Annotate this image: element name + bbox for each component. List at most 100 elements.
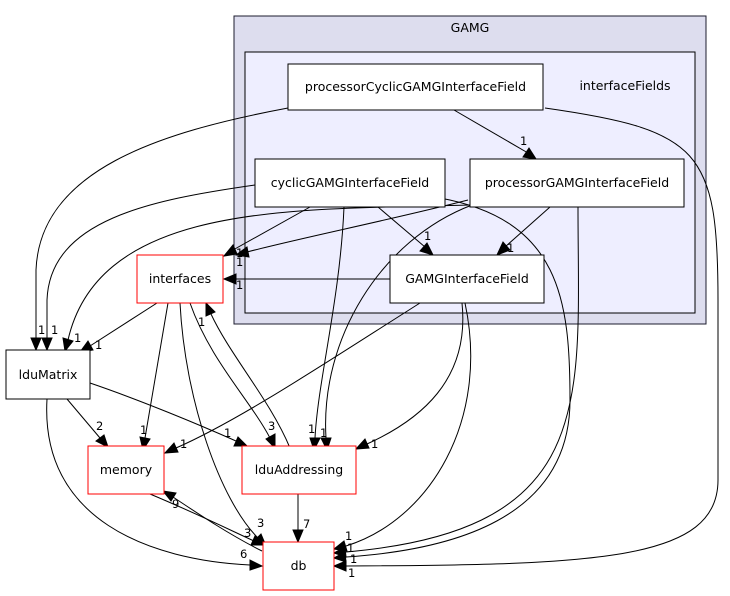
node-box[interactable] <box>5 349 91 400</box>
edge-cyclic-db-arrow <box>332 551 347 563</box>
edge-label: 1 <box>95 338 102 352</box>
edge-cyclic-lduaddressing <box>314 206 345 439</box>
edge-gamginterface-lduaddressing <box>366 302 464 445</box>
edge-label: 1 <box>236 246 243 260</box>
edge-cyclic-ldumatrix-arrow <box>41 337 53 352</box>
edge-lduaddressing-interfaces <box>210 313 291 449</box>
node-memory[interactable]: memory <box>87 445 165 495</box>
node-box[interactable] <box>262 541 335 591</box>
node-box[interactable] <box>287 63 544 111</box>
edge-labels: 1 1 1 1 1 1 1 1 1 1 3 1 1 2 1 1 1 1 1 3 … <box>38 134 527 580</box>
edge-label: 1 <box>180 437 187 451</box>
node-ldu-matrix[interactable]: lduMatrix <box>5 349 91 400</box>
edge-label: 9 <box>172 497 179 511</box>
edge-processor-ldumatrix-arrow <box>62 337 74 353</box>
edge-processor-gamginterface <box>504 206 551 248</box>
node-processor-cyclic-gamg-interface-field[interactable]: processorCyclicGAMGInterfaceField <box>287 63 544 111</box>
edge-label: 6 <box>240 547 247 561</box>
edge-label: 3 <box>257 516 264 530</box>
edge-ldumatrix-db <box>46 398 251 566</box>
edge-ldumatrix-lduaddressing <box>89 382 237 442</box>
edge-label: 1 <box>348 566 355 580</box>
edge-processorcyclic-db-arrow <box>332 560 347 572</box>
edge-processorcyclic-ldumatrix <box>35 107 289 338</box>
edge-cyclic-interfaces <box>232 206 311 251</box>
edge-interfaces-ldumatrix <box>89 302 158 347</box>
edge-label: 1 <box>224 426 231 440</box>
node-label[interactable]: processorGAMGInterfaceField <box>485 175 669 190</box>
node-interfaces[interactable]: interfaces <box>136 254 224 304</box>
edge-label: 7 <box>303 517 310 531</box>
node-cyclic-gamg-interface-field[interactable]: cyclicGAMGInterfaceField <box>254 158 446 208</box>
edge-ldumatrix-memory <box>66 398 101 439</box>
edge-gamginterface-lduaddressing-arrow <box>354 438 370 450</box>
node-label[interactable]: lduMatrix <box>19 367 78 382</box>
edge-label: 1 <box>51 323 58 337</box>
edge-cyclic-db <box>345 197 571 558</box>
node-ldu-addressing[interactable]: lduAddressing <box>241 445 357 495</box>
edge-label: 1 <box>345 529 352 543</box>
edge-db-memory-arrow <box>161 490 177 502</box>
edge-label: 1 <box>38 323 45 337</box>
edge-label: 1 <box>140 423 147 437</box>
edge-cyclic-gamginterface <box>377 206 426 248</box>
edge-label: 1 <box>520 134 527 148</box>
node-box[interactable] <box>469 158 685 208</box>
node-label[interactable]: processorCyclicGAMGInterfaceField <box>305 79 526 94</box>
node-box[interactable] <box>136 254 224 304</box>
node-box[interactable] <box>241 445 357 495</box>
node-box[interactable] <box>254 158 446 208</box>
edge-interfaces-db <box>179 302 259 539</box>
nodes: processorCyclicGAMGInterfaceField cyclic… <box>5 63 685 591</box>
edge-cyclic-lduaddressing-arrow <box>309 437 321 452</box>
cluster-interface-fields-label[interactable]: interfaceFields <box>579 78 670 93</box>
node-label[interactable]: cyclicGAMGInterfaceField <box>271 175 429 190</box>
edge-gamginterface-memory-arrow <box>163 442 179 454</box>
edge-processor-db <box>345 206 579 553</box>
edge-ldumatrix-db-arrow <box>249 559 264 571</box>
node-box[interactable] <box>87 445 165 495</box>
edge-label: 3 <box>268 419 275 433</box>
node-gamg-interface-field[interactable]: GAMGInterfaceField <box>389 254 545 304</box>
edge-memory-db <box>149 493 255 542</box>
edge-processorcyclic-processor <box>453 109 529 154</box>
edge-label: 1 <box>350 552 357 566</box>
node-label[interactable]: memory <box>100 462 153 477</box>
edge-label: 2 <box>96 419 103 433</box>
edge-processorcyclic-ldumatrix-arrow <box>30 337 42 352</box>
edge-label: 1 <box>347 541 354 555</box>
edge-label: 1 <box>507 241 514 255</box>
node-db[interactable]: db <box>262 541 335 591</box>
edge-processor-gamginterface-arrow <box>496 241 511 256</box>
edge-ldumatrix-lduaddressing-arrow <box>233 436 249 447</box>
edge-label: 1 <box>236 278 243 292</box>
edge-label: 1 <box>198 315 205 329</box>
node-label[interactable]: lduAddressing <box>255 462 343 477</box>
edge-label: 1 <box>424 229 431 243</box>
edge-processorcyclic-db <box>345 107 719 567</box>
edge-interfaces-lduaddressing-arrow <box>265 433 276 450</box>
node-label[interactable]: interfaces <box>149 271 211 286</box>
edge-cyclic-ldumatrix <box>46 184 256 338</box>
edge-cyclic-interfaces-arrow <box>222 244 238 257</box>
edge-lduaddressing-interfaces-arrow <box>205 301 216 317</box>
edge-interfaces-memory <box>144 302 169 439</box>
edge-label: 3 <box>244 526 251 540</box>
cluster-gamg-label[interactable]: GAMG <box>451 20 490 35</box>
node-label[interactable]: db <box>291 558 307 573</box>
edge-processorcyclic-processor-arrow <box>522 147 538 160</box>
node-box[interactable] <box>389 254 545 304</box>
edge-label: 1 <box>371 437 378 451</box>
edge-cyclic-gamginterface-arrow <box>419 242 434 256</box>
edge-interfaces-lduaddressing <box>189 302 271 439</box>
edge-gamginterface-interfaces-arrow <box>222 273 237 285</box>
edges <box>30 107 719 572</box>
edge-lduaddressing-db-arrow <box>292 529 304 544</box>
node-label[interactable]: GAMGInterfaceField <box>405 271 529 286</box>
node-processor-gamg-interface-field[interactable]: processorGAMGInterfaceField <box>469 158 685 208</box>
edge-processor-lduaddressing-arrow <box>320 437 332 452</box>
edge-gamginterface-db <box>345 302 472 547</box>
edge-processor-lduaddressing <box>325 204 473 439</box>
edge-ldumatrix-memory-arrow <box>95 434 109 448</box>
